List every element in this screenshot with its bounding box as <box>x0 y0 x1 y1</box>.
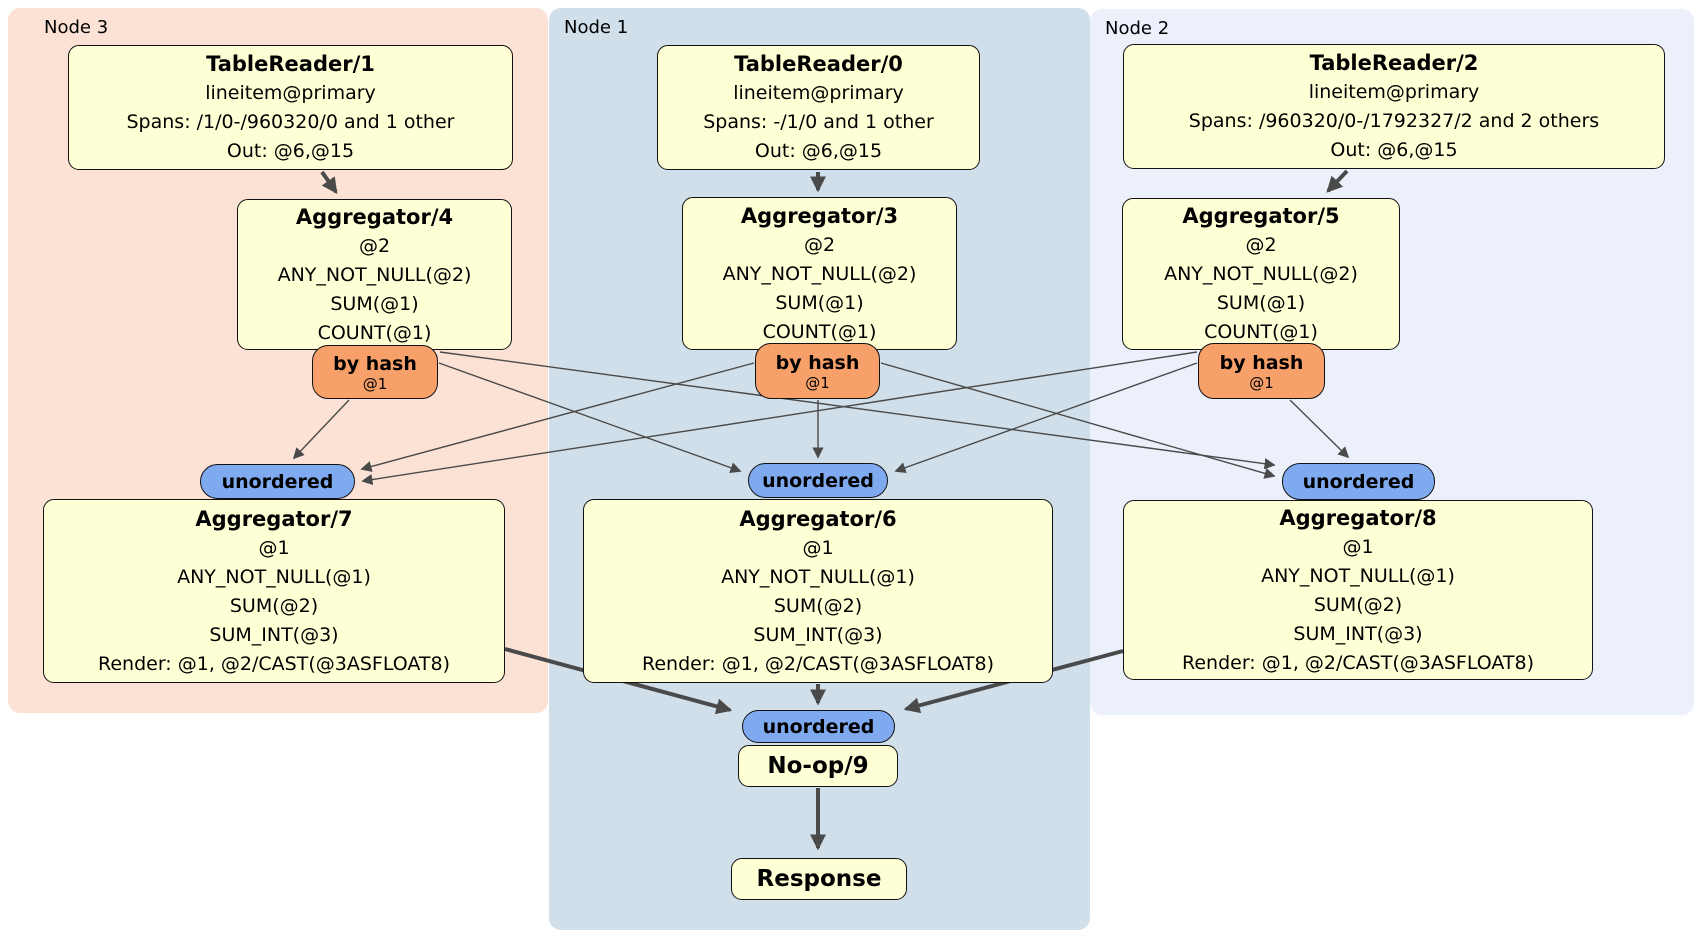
processor-tablereader-0: TableReader/0 lineitem@primary Spans: -/… <box>657 45 980 170</box>
processor-line: SUM(@1) <box>1216 292 1306 314</box>
processor-line: SUM_INT(@3) <box>753 623 883 646</box>
processor-line: Out: @6,@15 <box>754 140 883 162</box>
edge-router2-sync-right <box>1289 399 1350 459</box>
region-node-1-label: Node 1 <box>564 17 629 38</box>
processor-line: lineitem@primary <box>1308 81 1480 103</box>
processor-aggregator-7: Aggregator/7 @1 ANY_NOT_NULL(@1) SUM(@2)… <box>43 499 505 683</box>
processor-line: SUM(@1) <box>775 291 864 314</box>
processor-title: Aggregator/5 <box>1182 204 1340 228</box>
processor-line: SUM_INT(@3) <box>1293 622 1423 645</box>
processor-line: COUNT(@1) <box>762 320 877 343</box>
synchronizer-unordered-left: unordered <box>200 464 355 499</box>
region-node-2-label: Node 2 <box>1105 18 1170 39</box>
synchronizer-unordered-center: unordered <box>748 463 888 498</box>
processor-line: ANY_NOT_NULL(@1) <box>721 565 915 588</box>
edge-tr1-agg4 <box>320 170 338 194</box>
synchronizer-unordered-bottom: unordered <box>742 710 895 743</box>
processor-line: ANY_NOT_NULL(@1) <box>177 565 371 588</box>
processor-line: Out: @6,@15 <box>226 140 355 162</box>
edge-router2-sync-center <box>894 362 1198 474</box>
processor-line: SUM(@2) <box>773 594 863 617</box>
processor-line: lineitem@primary <box>733 82 904 104</box>
processor-aggregator-5: Aggregator/5 @2 ANY_NOT_NULL(@2) SUM(@1)… <box>1122 198 1400 350</box>
stream-edges <box>292 351 1350 486</box>
router-by-hash-node3: by hash @1 <box>312 345 438 399</box>
edge-router3-sync-right <box>439 351 1276 470</box>
processor-line: ANY_NOT_NULL(@1) <box>1261 564 1455 587</box>
processor-aggregator-6: Aggregator/6 @1 ANY_NOT_NULL(@1) SUM(@2)… <box>583 499 1053 683</box>
processor-title: TableReader/1 <box>206 52 375 76</box>
processor-line: SUM(@1) <box>330 292 419 315</box>
processor-line: Render: @1, @2/CAST(@3ASFLOAT8) <box>1182 651 1534 674</box>
processor-title: Aggregator/6 <box>739 506 897 531</box>
processor-title: Aggregator/7 <box>195 506 353 531</box>
router-by-hash-node1: by hash @1 <box>755 343 880 399</box>
processor-line: @2 <box>358 234 391 257</box>
processor-line: Spans: /960320/0-/1792327/2 and 2 others <box>1188 110 1600 132</box>
processor-line: Render: @1, @2/CAST(@3ASFLOAT8) <box>98 652 450 675</box>
edge-router3-sync-left <box>292 399 350 460</box>
processor-line: COUNT(@1) <box>317 321 432 344</box>
processor-tablereader-1: TableReader/1 lineitem@primary Spans: /1… <box>68 45 513 170</box>
processor-line: @2 <box>803 233 836 256</box>
edge-router2-sync-left <box>361 351 1198 486</box>
processor-line: Spans: -/1/0 and 1 other <box>703 111 934 133</box>
processor-line: SUM(@2) <box>1313 593 1403 616</box>
processor-line: Out: @6,@15 <box>1330 139 1458 161</box>
processor-line: COUNT(@1) <box>1204 321 1318 343</box>
edge-router1-sync-left <box>360 362 755 472</box>
processor-title: TableReader/0 <box>734 52 903 76</box>
router-label: by hash <box>1219 351 1304 374</box>
processor-line: ANY_NOT_NULL(@2) <box>277 263 472 286</box>
processor-line: ANY_NOT_NULL(@2) <box>1164 263 1358 285</box>
processor-line: SUM_INT(@3) <box>209 623 339 646</box>
region-node-3-label: Node 3 <box>44 17 109 38</box>
edge-router1-sync-right <box>880 362 1276 479</box>
processor-title: TableReader/2 <box>1309 51 1479 75</box>
router-detail: @1 <box>1249 373 1274 392</box>
router-detail: @1 <box>805 373 830 392</box>
processor-line: Spans: /1/0-/960320/0 and 1 other <box>126 111 455 133</box>
processor-title: Aggregator/3 <box>740 203 899 228</box>
processor-title: Aggregator/4 <box>295 204 454 229</box>
processor-line: Render: @1, @2/CAST(@3ASFLOAT8) <box>642 652 994 675</box>
processor-line: @1 <box>1342 535 1374 558</box>
processor-line: ANY_NOT_NULL(@2) <box>722 262 917 285</box>
processor-line: @1 <box>258 536 290 559</box>
processor-title: Aggregator/8 <box>1279 505 1437 530</box>
processor-noop-9: No-op/9 <box>738 745 898 787</box>
processor-aggregator-3: Aggregator/3 @2 ANY_NOT_NULL(@2) SUM(@1)… <box>682 197 957 350</box>
processor-tablereader-2: TableReader/2 lineitem@primary Spans: /9… <box>1123 44 1665 169</box>
router-by-hash-node2: by hash @1 <box>1198 343 1325 399</box>
processor-response: Response <box>731 858 907 900</box>
edge-router3-sync-center <box>438 362 742 474</box>
processor-title: Response <box>756 866 882 892</box>
synchronizer-unordered-right: unordered <box>1282 463 1435 500</box>
router-label: by hash <box>333 352 417 375</box>
processor-line: lineitem@primary <box>205 82 376 104</box>
processor-line: @2 <box>1245 234 1277 256</box>
processor-aggregator-8: Aggregator/8 @1 ANY_NOT_NULL(@1) SUM(@2)… <box>1123 500 1593 680</box>
processor-title: No-op/9 <box>767 753 869 779</box>
processor-line: SUM(@2) <box>229 594 319 617</box>
router-label: by hash <box>775 351 860 374</box>
processor-line: @1 <box>802 536 834 559</box>
processor-aggregator-4: Aggregator/4 @2 ANY_NOT_NULL(@2) SUM(@1)… <box>237 199 512 350</box>
router-detail: @1 <box>362 374 388 393</box>
edge-tr2-agg5 <box>1326 169 1349 193</box>
